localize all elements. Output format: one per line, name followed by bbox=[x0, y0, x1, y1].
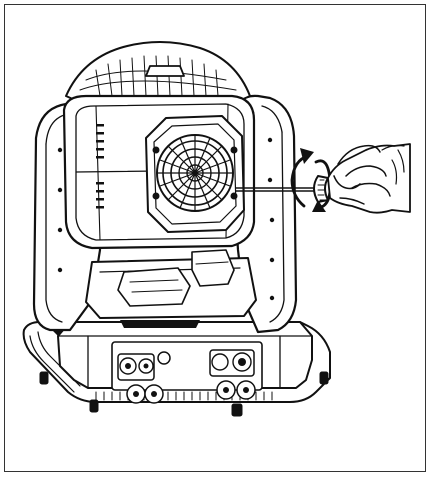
fuse-holder bbox=[157, 351, 171, 365]
fixture-head bbox=[62, 41, 256, 250]
rotation-arrow-icon bbox=[290, 148, 332, 212]
moving-head-fixture bbox=[22, 41, 331, 417]
hand-icon bbox=[327, 143, 411, 214]
screwdriver-shaft bbox=[235, 187, 317, 192]
power-connector-right bbox=[209, 349, 255, 377]
front-lens bbox=[156, 134, 234, 212]
fixture-yoke bbox=[32, 94, 298, 334]
fixture-base bbox=[22, 321, 331, 417]
hand-with-screwdriver bbox=[235, 143, 411, 214]
head-vents-left bbox=[96, 124, 104, 209]
power-connector-left bbox=[117, 353, 155, 381]
